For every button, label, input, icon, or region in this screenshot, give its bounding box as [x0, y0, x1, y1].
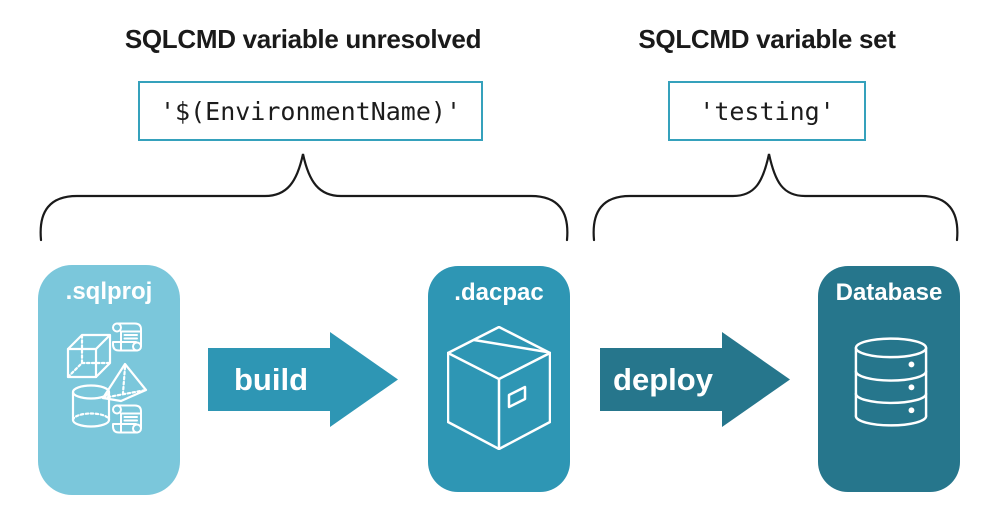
- sqlproj-card: .sqlproj: [38, 265, 180, 495]
- arrow-right-shape: [600, 332, 790, 427]
- code-environment-name: '$(EnvironmentName)': [159, 96, 462, 126]
- sql-objects-icon: [66, 322, 148, 434]
- heading-sqlcmd-variable-set: SQLCMD variable set: [638, 24, 896, 54]
- codebox-testing: 'testing': [668, 81, 866, 141]
- package-box-icon: [447, 326, 551, 450]
- deploy-arrow: deploy: [600, 332, 790, 427]
- sqlproj-card-label: .sqlproj: [65, 278, 153, 305]
- script-scroll-icon: [112, 322, 142, 352]
- database-card: Database: [818, 266, 960, 492]
- left-curly-brace: [39, 153, 569, 242]
- arrow-right-shape: [208, 332, 398, 427]
- code-testing: 'testing': [699, 96, 835, 126]
- database-cylinder-icon: [854, 337, 928, 427]
- heading-sqlcmd-variable-unresolved: SQLCMD variable unresolved: [124, 24, 482, 54]
- right-curly-brace: [592, 153, 959, 242]
- dacpac-card-label: .dacpac: [454, 279, 544, 306]
- deploy-arrow-label: deploy: [613, 361, 713, 397]
- database-card-label: Database: [835, 279, 943, 306]
- build-arrow: build: [208, 332, 398, 427]
- codebox-environment-name: '$(EnvironmentName)': [138, 81, 483, 141]
- script-scroll-icon: [112, 404, 142, 434]
- build-arrow-label: build: [233, 361, 309, 397]
